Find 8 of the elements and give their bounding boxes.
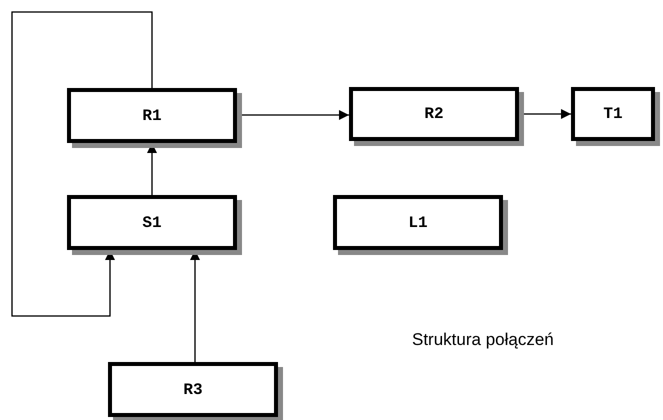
box-label: R3 <box>183 380 203 398</box>
box-label: S1 <box>142 214 162 232</box>
box-label: R2 <box>424 105 444 123</box>
box-label: T1 <box>603 105 623 123</box>
arrow <box>11 11 153 317</box>
box-label: R1 <box>142 106 162 124</box>
caption: Struktura połączeń <box>412 330 554 350</box>
box-label: L1 <box>408 214 428 232</box>
